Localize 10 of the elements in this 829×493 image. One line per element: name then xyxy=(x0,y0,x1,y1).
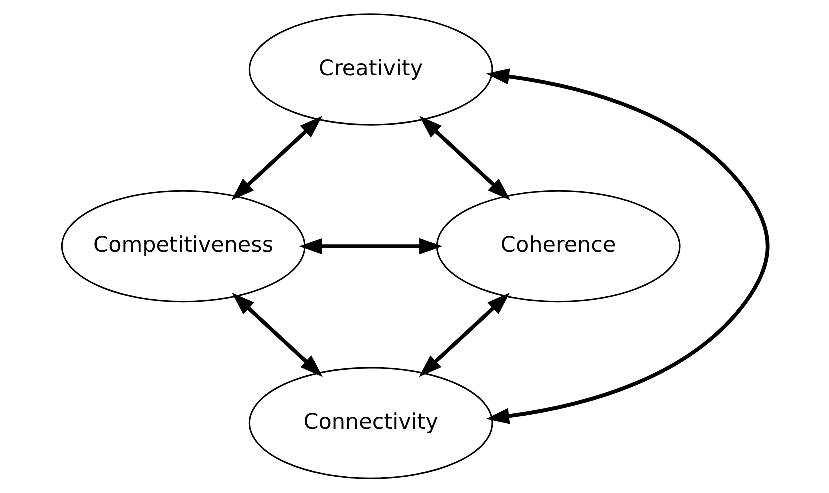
arrow xyxy=(232,292,322,378)
arrow xyxy=(231,116,322,200)
node-ellipse: Connectivity xyxy=(248,367,493,480)
node-ellipse: Coherence xyxy=(436,190,680,303)
arrow xyxy=(298,238,442,255)
arrow xyxy=(419,116,510,200)
node-ellipse: Competitiveness xyxy=(60,190,306,303)
node-ellipse: Creativity xyxy=(248,14,493,126)
arrow xyxy=(486,68,770,424)
arrow xyxy=(418,292,510,378)
